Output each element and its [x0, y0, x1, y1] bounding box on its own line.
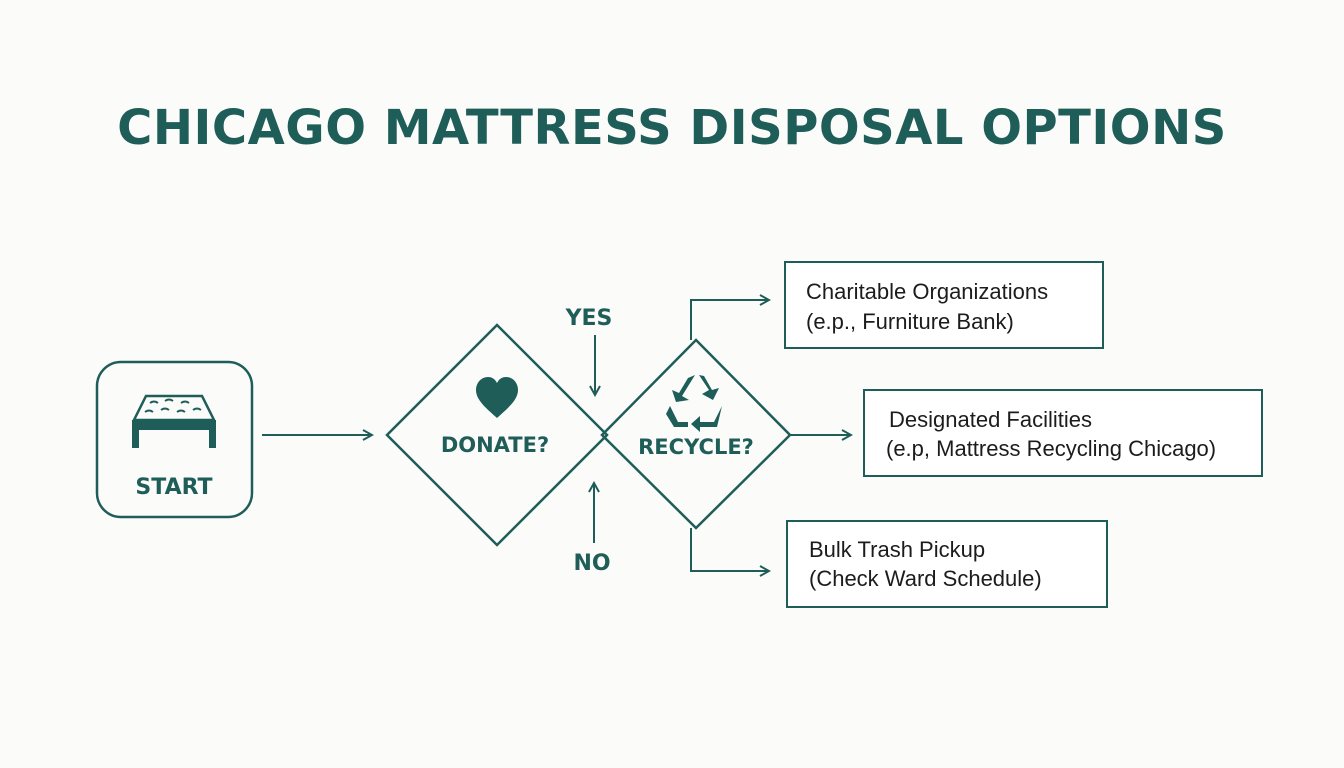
start-node: START: [95, 360, 254, 519]
option-box-charitable: Charitable Organizations (e.p., Furnitur…: [784, 261, 1104, 349]
no-label: NO: [573, 551, 610, 576]
option-line1: Charitable Organizations: [806, 279, 1048, 304]
arrow-to-bulk-trash: [690, 528, 769, 571]
option-line1: Designated Facilities: [889, 407, 1092, 432]
recycle-node: RECYCLE?: [600, 338, 792, 530]
option-box-facilities: Designated Facilities (e.p, Mattress Rec…: [863, 389, 1263, 477]
mattress-icon: [131, 394, 217, 448]
donate-node: DONATE?: [385, 323, 609, 547]
option-line1: Bulk Trash Pickup: [809, 537, 985, 562]
option-line2: (Check Ward Schedule): [809, 566, 1042, 591]
option-line2: (e.p., Furniture Bank): [806, 309, 1014, 334]
option-line2: (e.p, Mattress Recycling Chicago): [886, 436, 1216, 461]
donate-label: DONATE?: [441, 433, 549, 457]
heart-icon: [476, 377, 518, 418]
option-box-bulk-trash: Bulk Trash Pickup (Check Ward Schedule): [786, 520, 1108, 608]
start-label: START: [135, 475, 212, 500]
arrow-to-charitable: [690, 300, 769, 340]
yes-label: YES: [565, 306, 613, 331]
recycle-label: RECYCLE?: [638, 435, 754, 459]
recycle-icon: [666, 375, 722, 432]
page-title: CHICAGO MATTRESS DISPOSAL OPTIONS: [117, 100, 1227, 156]
